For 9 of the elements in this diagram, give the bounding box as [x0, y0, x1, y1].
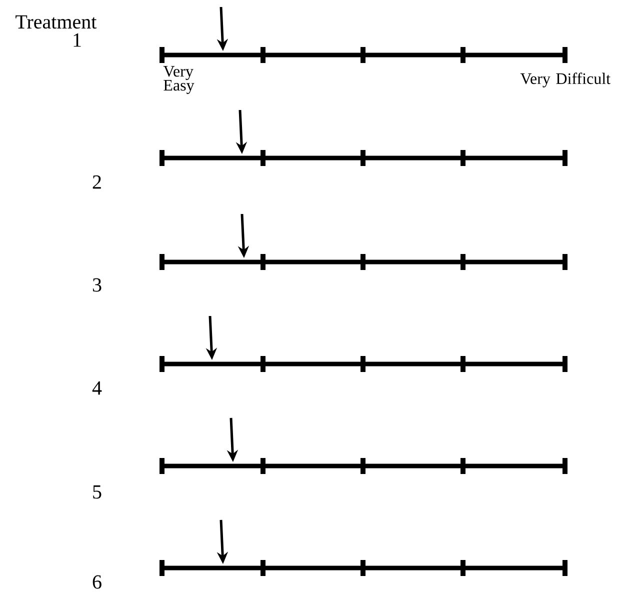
- heading: Treatment: [16, 15, 97, 29]
- row-number: 1: [74, 33, 81, 47]
- row-number: 3: [92, 278, 102, 292]
- row-number: 6: [92, 575, 102, 589]
- row-number: 4: [92, 381, 102, 395]
- row-number: 5: [93, 485, 102, 499]
- scale-label: Very Difficult: [520, 72, 610, 88]
- scale-label: Very Easy: [163, 66, 194, 94]
- row-number: 2: [92, 175, 101, 189]
